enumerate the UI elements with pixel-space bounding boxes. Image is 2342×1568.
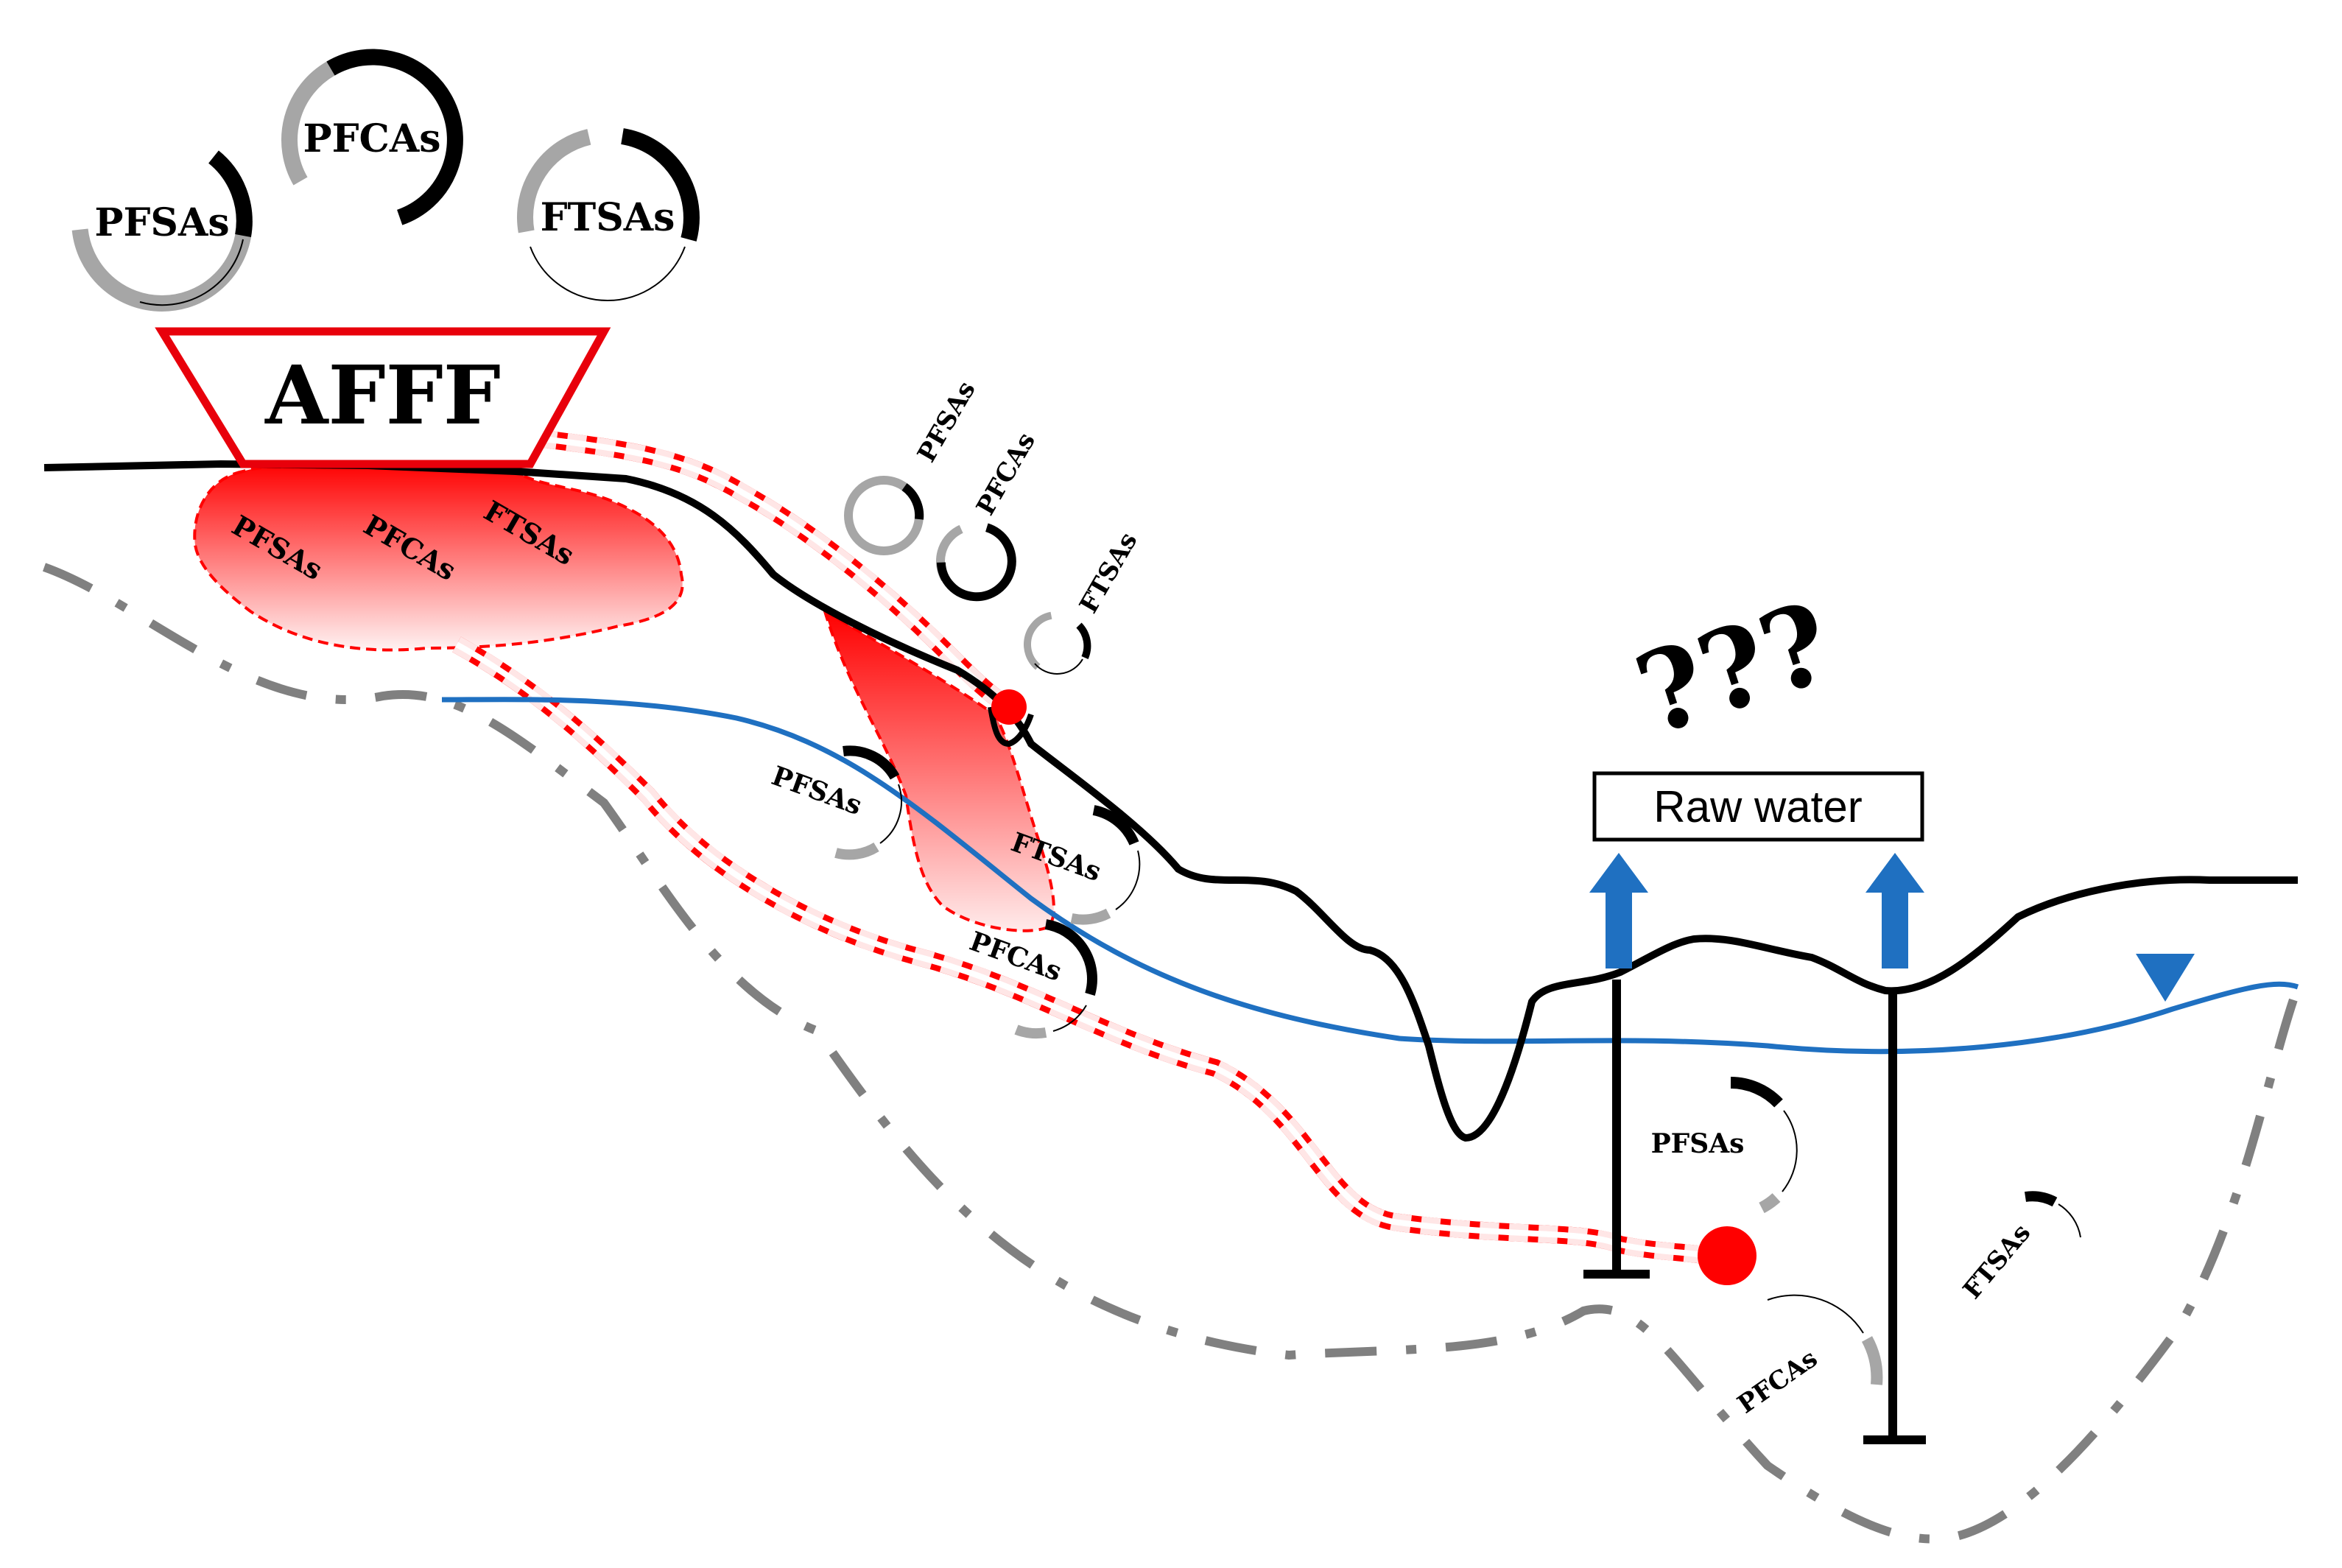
afff-label: AFFF — [264, 348, 501, 443]
raw-water-label: Raw water — [1653, 782, 1862, 832]
afff-source-box — [155, 327, 611, 468]
aquifer-boundary-line — [42, 563, 2302, 1544]
ring-pfsas-aquifer — [1730, 1077, 1798, 1214]
ring-pfcas-aquifer — [1767, 1294, 1883, 1385]
ground-dip — [988, 706, 1034, 748]
contamination-point-surface — [991, 689, 1027, 725]
ring-ftsas-aquifer-label: FTSAs — [1958, 1218, 2036, 1304]
groundwater-transport-pathway-dashes — [452, 636, 1710, 1265]
ring-pfcas-small-surface-label: PFCAs — [971, 428, 1041, 521]
abstraction-arrow-left — [1589, 853, 1648, 968]
ring-ftsas-small-surface: FTSAs — [1024, 527, 1144, 678]
well-right — [1863, 994, 1926, 1444]
ring-ftsas-large-label: FTSAs — [541, 195, 675, 240]
ring-pfcas-large-label: PFCAs — [303, 116, 440, 161]
ring-ftsas-small-surface-label: FTSAs — [1074, 527, 1143, 619]
ring-pfcas-aquifer-label: PFCAs — [1732, 1344, 1823, 1420]
question-marks: ??? — [1622, 577, 1846, 761]
ring-ftsas-slope — [1070, 805, 1141, 925]
ring-pfsas-small-surface: PFSAs — [844, 376, 982, 555]
ring-pfsas-large-label: PFSAs — [94, 200, 229, 245]
ring-ftsas-aquifer — [2024, 1191, 2081, 1238]
contamination-point-groundwater — [1698, 1226, 1756, 1285]
water-table-line — [441, 697, 2299, 1055]
ring-pfsas-aquifer-label: PFSAs — [1651, 1128, 1745, 1159]
ring-ftsas-large: FTSAs — [517, 127, 700, 308]
ring-pfcas-large: PFCAs — [281, 49, 463, 231]
ring-pfcas-slope — [1014, 919, 1097, 1039]
water-table-marker — [2136, 954, 2195, 1002]
raw-water-box — [1592, 771, 1924, 842]
ring-pfsas-slope-label: PFSAs — [767, 760, 866, 821]
ring-pfsas-small-surface-label: PFSAs — [912, 376, 982, 468]
ring-pfsas-large: PFSAs — [71, 130, 253, 312]
well-left — [1583, 980, 1650, 1279]
ring-pfsas-slope — [834, 745, 902, 860]
surface-transport-pathway-dashes — [536, 429, 1014, 714]
abstraction-arrow-right — [1865, 853, 1924, 968]
ground-surface-line — [43, 460, 2298, 1142]
ring-pfcas-small-surface: PFCAs — [936, 428, 1041, 602]
